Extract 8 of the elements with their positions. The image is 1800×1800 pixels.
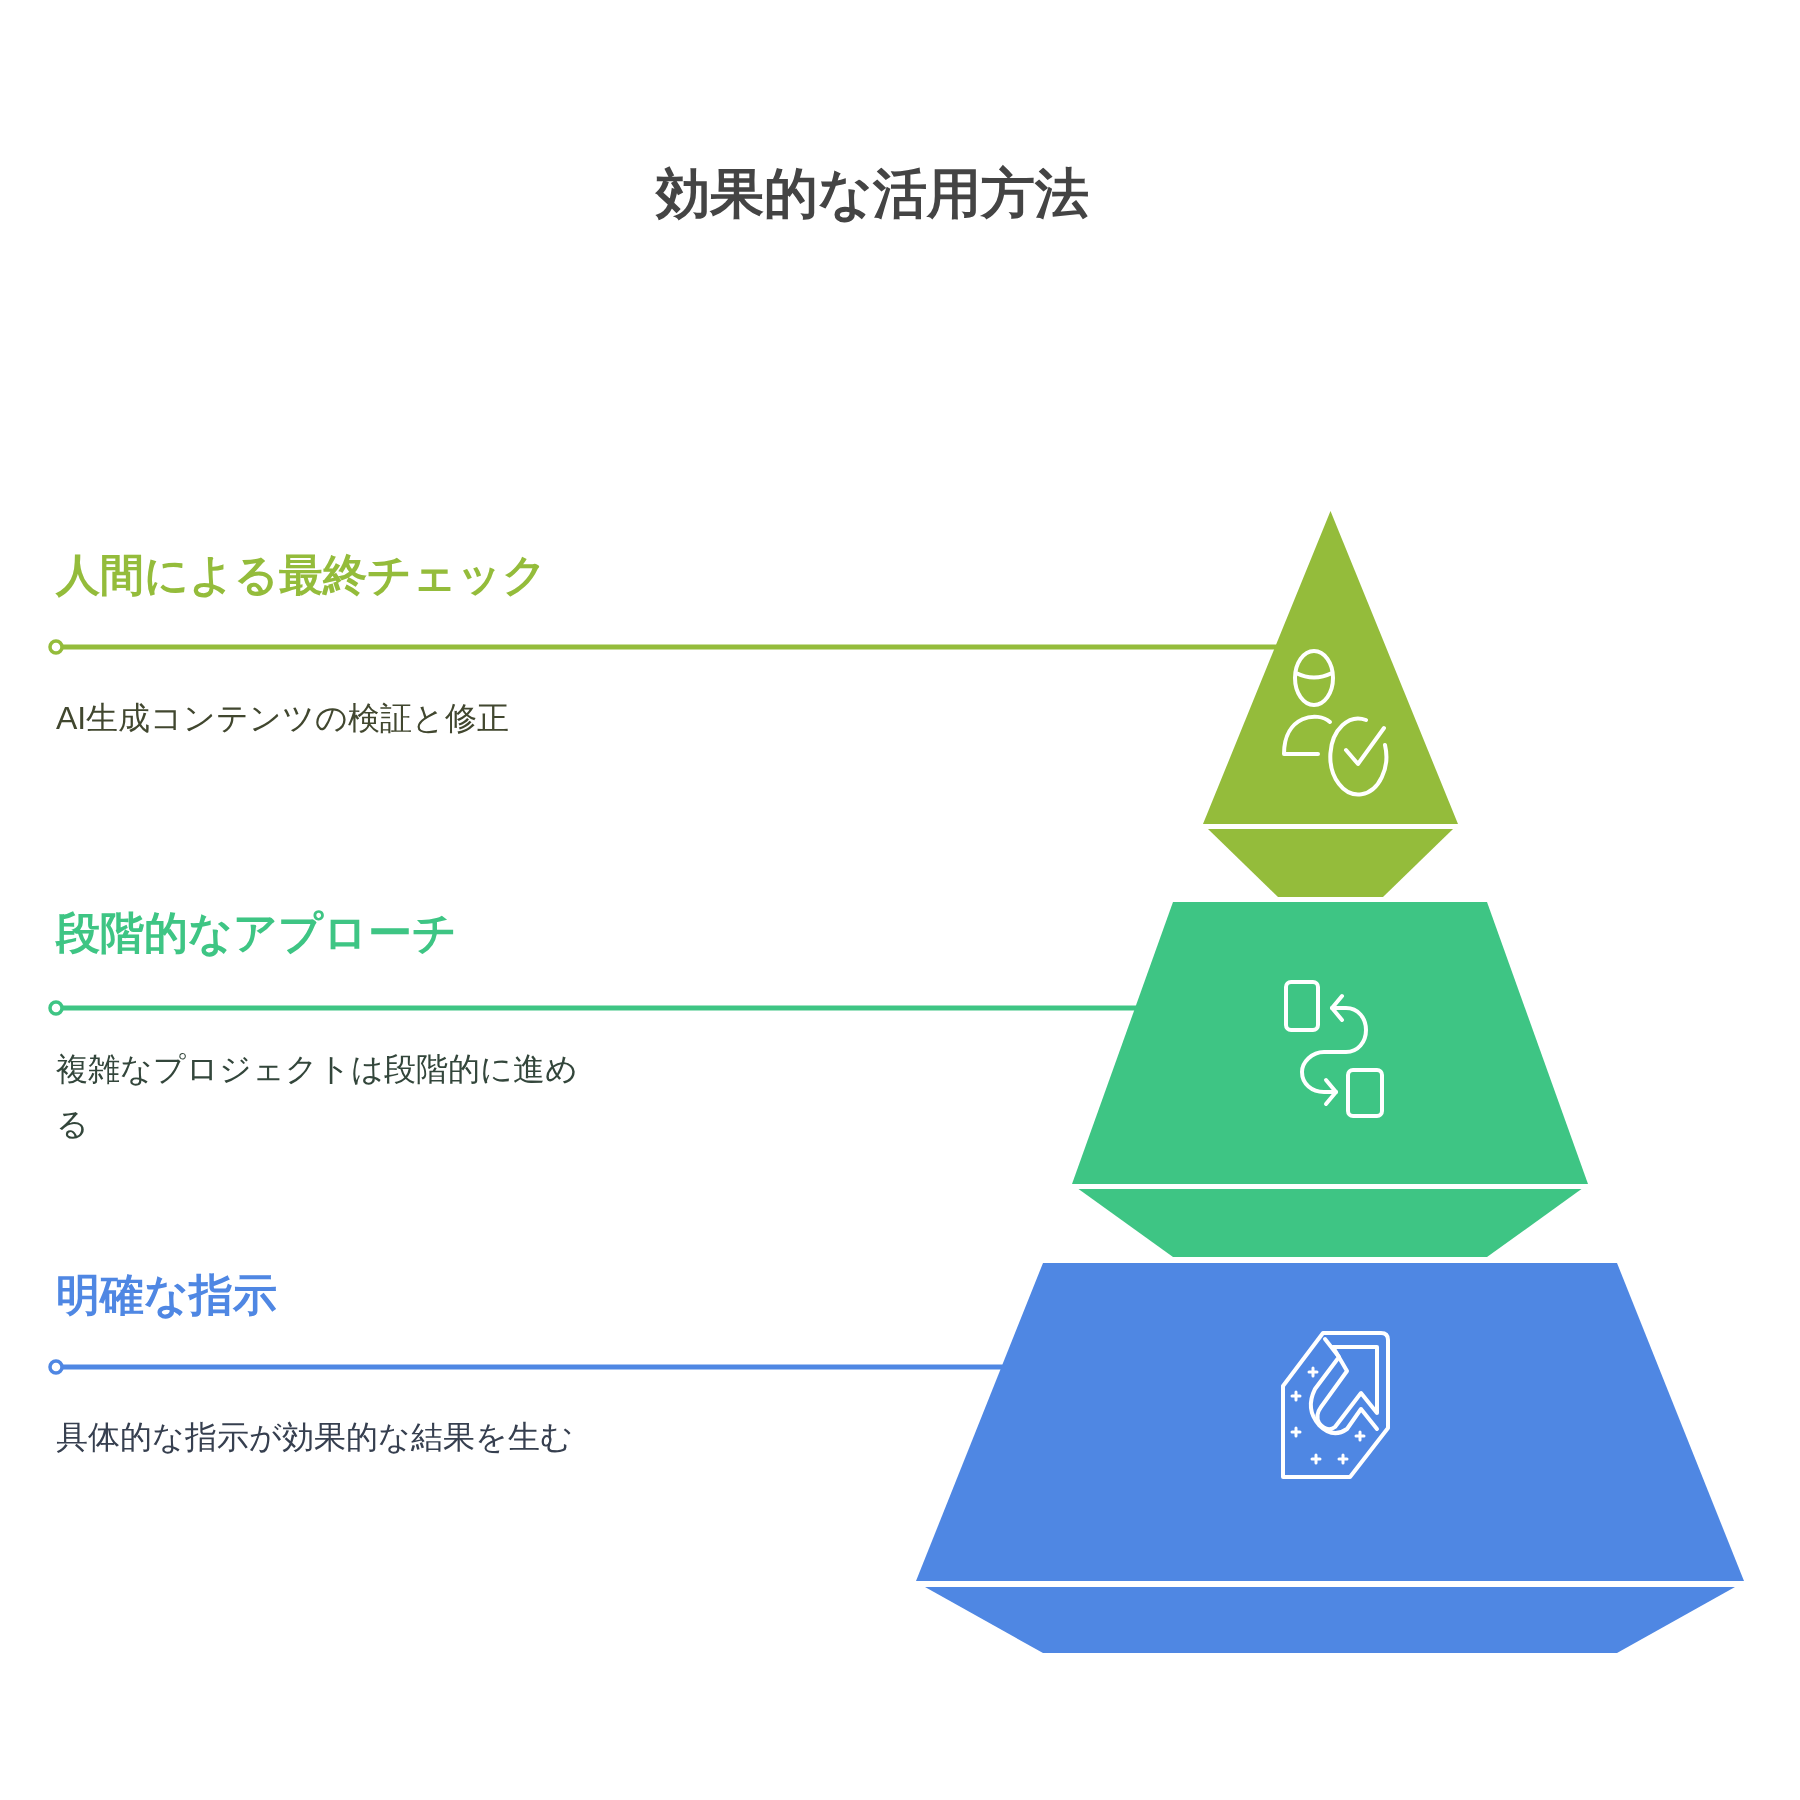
description: AI生成コンテンツの検証と修正 [56, 699, 510, 738]
description: 複雑なプロジェクトは段階的に進める [56, 1050, 579, 1144]
heading: 段階的なアプローチ [56, 907, 457, 959]
leader-line [48, 639, 1279, 655]
heading: 人間による最終チェック [56, 549, 547, 601]
description: 具体的な指示が効果的な結果を生む [56, 1418, 573, 1457]
heading: 明確な指示 [56, 1269, 277, 1321]
title: 効果的な活用方法 [655, 162, 1089, 225]
